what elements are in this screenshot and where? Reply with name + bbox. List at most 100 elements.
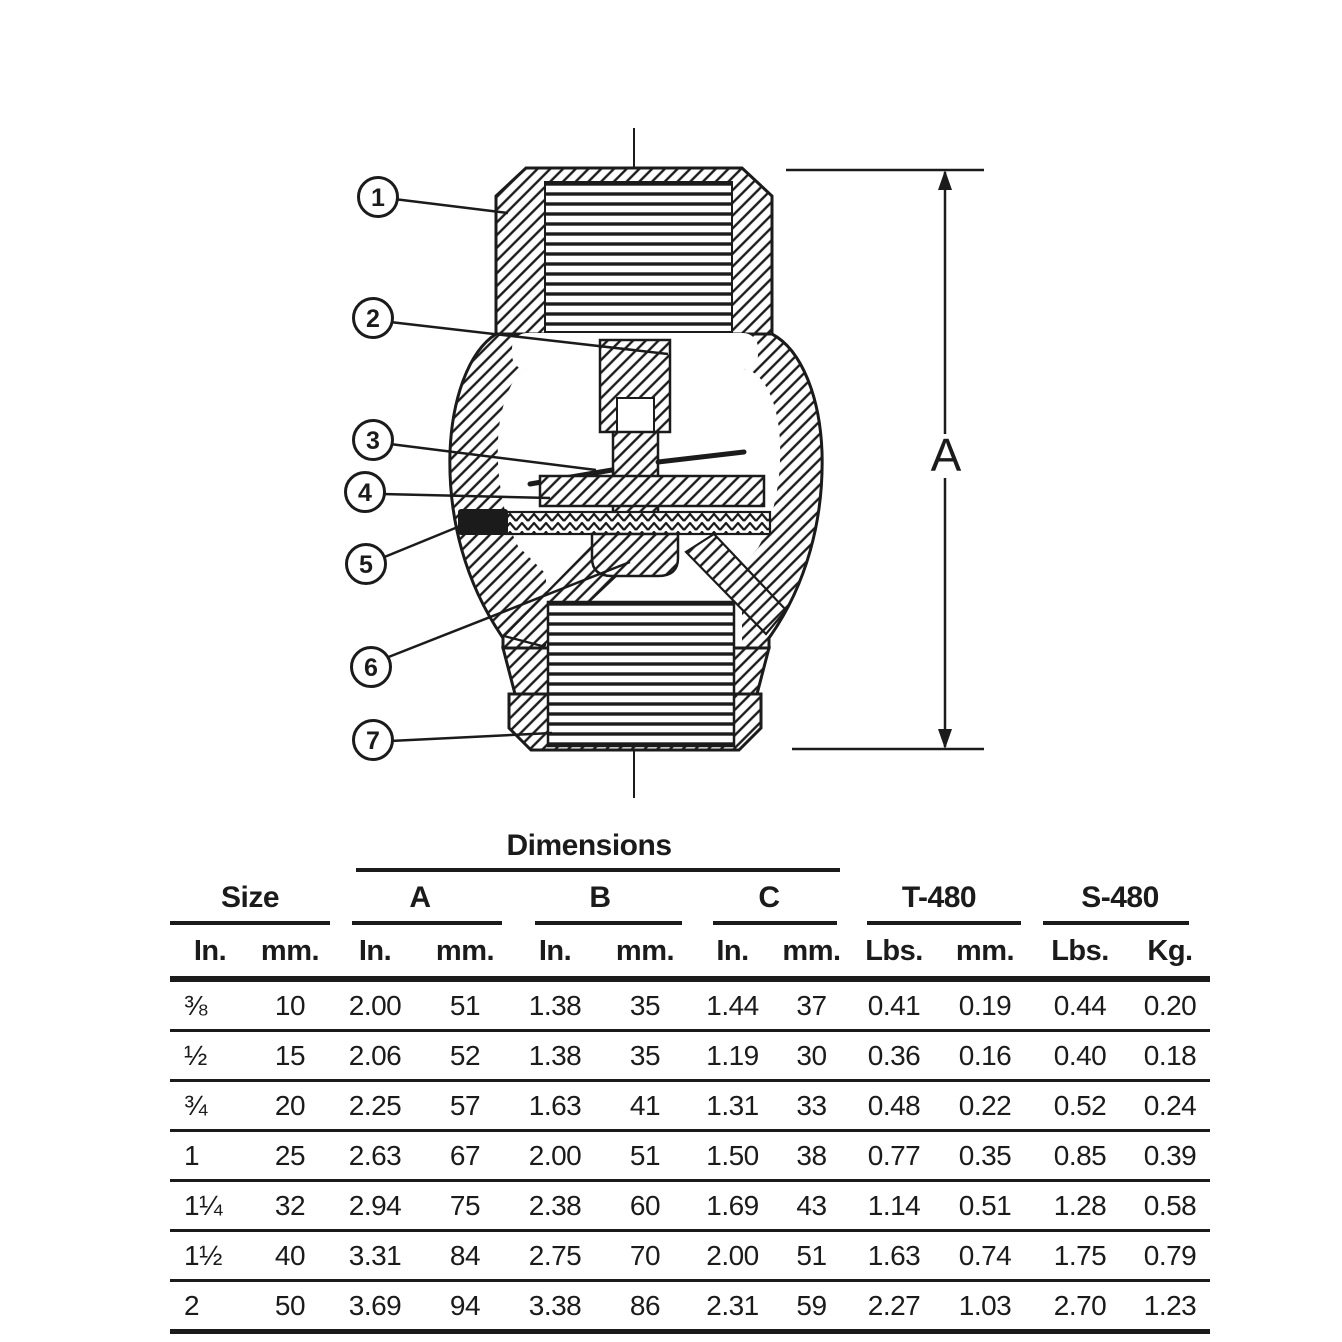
svg-text:6: 6 [364, 654, 378, 682]
table-cell: 0.16 [958, 1039, 1012, 1071]
seat-ring [504, 510, 772, 536]
disc-plate [538, 474, 766, 508]
table-cell: 0.51 [958, 1189, 1012, 1221]
table-cell: 60 [629, 1189, 661, 1221]
dimensions-table: Dimensions Size A B C T-480 S-480 [170, 826, 1210, 1334]
title-underline [356, 868, 840, 872]
table-cell: 2.31 [706, 1289, 759, 1321]
column-header: In. [716, 935, 749, 967]
table-cell: 2.38 [528, 1189, 582, 1221]
column-header: Kg. [1147, 935, 1193, 967]
table-cell: 10 [274, 989, 306, 1021]
inlet-threads [544, 181, 733, 333]
column-header: mm. [955, 935, 1015, 967]
table-cell: 84 [449, 1239, 481, 1271]
table-cell: 33 [796, 1089, 827, 1121]
table-cell: 75 [449, 1189, 481, 1221]
table-cell: 2.00 [706, 1239, 759, 1271]
callout-5: 5 [345, 543, 387, 585]
table-cell: 1 [184, 1139, 200, 1171]
column-header: mm. [782, 935, 841, 967]
table-cell: ¾ [184, 1089, 207, 1121]
table-cell: 50 [274, 1289, 306, 1321]
table-cell: 35 [629, 1039, 661, 1071]
table-cell: 2.63 [348, 1139, 402, 1171]
table-cell: 0.44 [1053, 989, 1107, 1021]
table-cell: 0.74 [958, 1239, 1012, 1271]
table-cell: 2.06 [348, 1039, 402, 1071]
table-cell: 32 [274, 1189, 306, 1221]
table-cell: 94 [449, 1289, 481, 1321]
table-cell: 0.39 [1143, 1139, 1197, 1171]
table-cell: ⅜ [184, 989, 207, 1021]
column-header: Lbs. [1051, 935, 1109, 967]
table-cell: 1.28 [1053, 1189, 1107, 1221]
column-header: In. [358, 935, 392, 967]
group-header-s480: S-480 [1030, 874, 1210, 927]
table-cell: 51 [629, 1139, 661, 1171]
table-cell: 2.27 [867, 1289, 921, 1321]
dimension-a [786, 168, 984, 751]
callout-balloons: 1 2 3 4 5 6 7 [344, 176, 399, 761]
table-cell: 15 [274, 1039, 306, 1071]
table-cell: 2.00 [528, 1139, 582, 1171]
table-cell: 1.50 [706, 1139, 759, 1171]
table-cell: 1½ [184, 1239, 222, 1271]
column-header: mm. [615, 935, 675, 967]
table-cell: 2.70 [1053, 1289, 1107, 1321]
table-title: Dimensions [506, 829, 672, 862]
valve-figure: A 1 2 3 [344, 128, 984, 798]
table-cell: 3.31 [348, 1239, 402, 1271]
callout-leaders [381, 197, 669, 743]
table-cell: 30 [796, 1039, 827, 1071]
valve-cross-section-drawing: A 1 2 3 [344, 128, 984, 798]
table-cell: 2.00 [348, 989, 402, 1021]
column-header: Lbs. [865, 935, 923, 967]
table-cell: 37 [796, 989, 827, 1021]
table-cell: 0.19 [958, 989, 1012, 1021]
table-cell: 0.40 [1053, 1039, 1107, 1071]
callout-7: 7 [352, 719, 394, 761]
table-cell: 1.31 [706, 1089, 759, 1121]
table-cell: 1.75 [1053, 1239, 1107, 1271]
table-cell: 3.38 [528, 1289, 582, 1321]
callout-3: 3 [352, 419, 394, 461]
callout-6: 6 [350, 646, 392, 688]
table-cell: 59 [796, 1289, 827, 1321]
dimension-label: A [931, 429, 962, 481]
table-group-header-row: Size A B C T-480 S-480 [170, 874, 1210, 927]
table-cell: 1.23 [1143, 1289, 1197, 1321]
table-cell: 2.25 [348, 1089, 402, 1121]
table-cell: 0.41 [867, 989, 921, 1021]
table-cell: 0.18 [1143, 1039, 1197, 1071]
svg-text:1: 1 [371, 184, 385, 212]
table-cell: 0.79 [1143, 1239, 1197, 1271]
svg-text:3: 3 [366, 427, 380, 455]
group-header-c: C [690, 874, 848, 927]
guide-arm-right [655, 449, 747, 465]
table-cell: 1.19 [706, 1039, 759, 1071]
column-header: mm. [260, 935, 320, 967]
callout-4: 4 [344, 471, 386, 513]
disc-nut [590, 532, 680, 578]
seat-ring-section [458, 509, 508, 535]
table-cell: 1¼ [184, 1189, 222, 1221]
table-unit-header-row: In. mm. In. mm. In. mm. In. mm. Lbs. mm.… [170, 927, 1210, 982]
table-cell: 35 [629, 989, 661, 1021]
table-cell: 0.85 [1053, 1139, 1107, 1171]
table-cell: 51 [449, 989, 481, 1021]
table-cell: 0.24 [1143, 1089, 1197, 1121]
table-cell: 67 [449, 1139, 481, 1171]
group-header-size: Size [170, 874, 330, 927]
svg-text:2: 2 [366, 305, 380, 333]
table-cell: 86 [629, 1289, 661, 1321]
table-cell: 1.38 [528, 989, 582, 1021]
